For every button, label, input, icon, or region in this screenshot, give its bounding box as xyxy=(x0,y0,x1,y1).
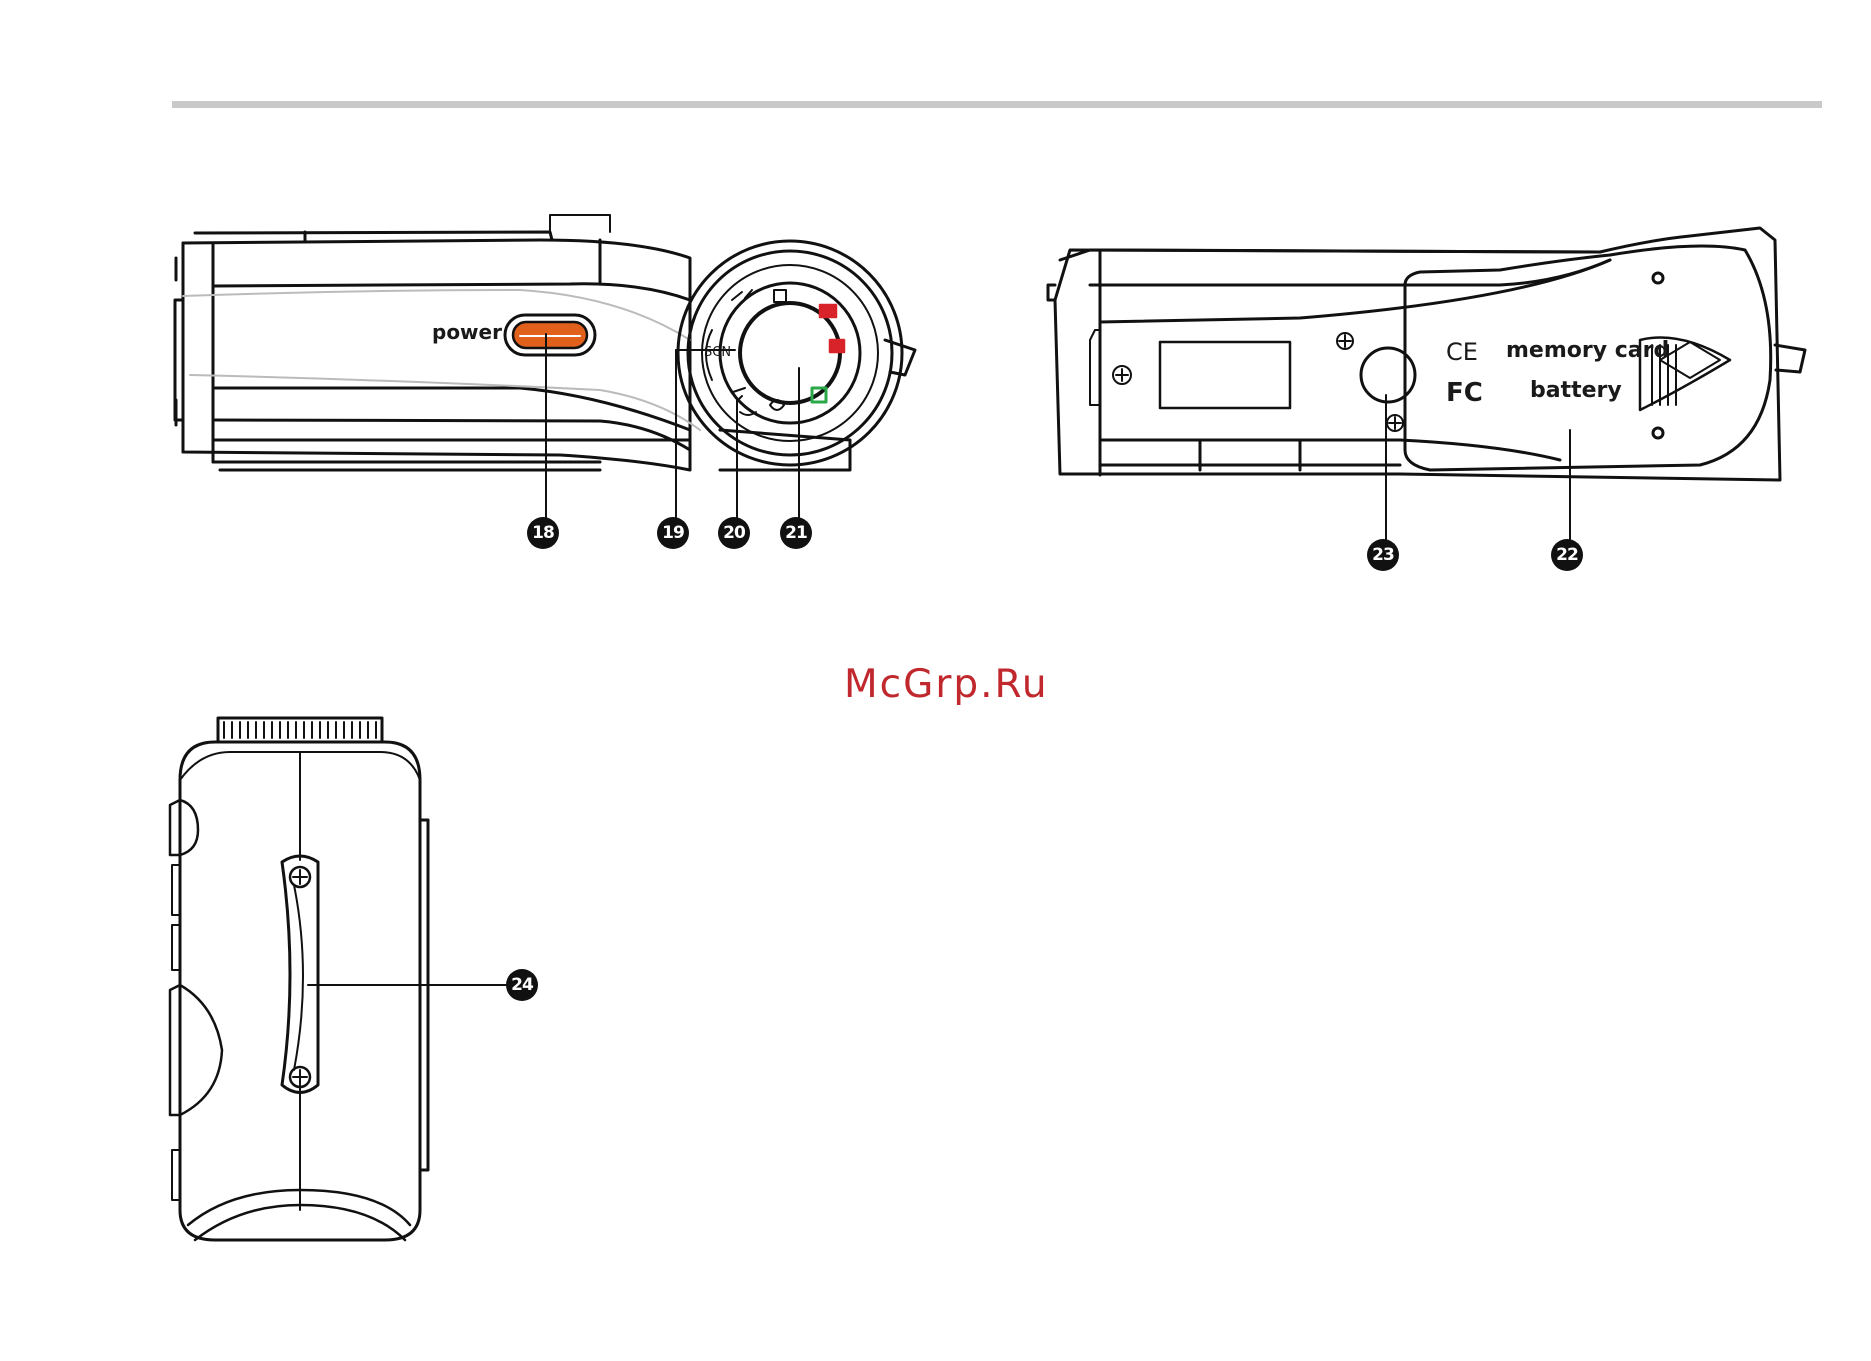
camera-top-view xyxy=(175,215,915,518)
ce-mark: CE xyxy=(1446,338,1478,366)
callout-21: 21 xyxy=(780,517,812,549)
power-label: power xyxy=(432,320,502,344)
callout-18: 18 xyxy=(527,517,559,549)
callout-20: 20 xyxy=(718,517,750,549)
scn-label: SCN xyxy=(704,345,731,360)
camera-bottom-view xyxy=(1048,228,1805,540)
fcc-mark: FC xyxy=(1446,378,1483,408)
battery-label: battery xyxy=(1530,378,1622,403)
callout-19: 19 xyxy=(657,517,689,549)
callout-23: 23 xyxy=(1367,539,1399,571)
callout-22: 22 xyxy=(1551,539,1583,571)
memory-card-label: memory card xyxy=(1506,338,1669,363)
callout-24: 24 xyxy=(506,969,538,1001)
camera-side-view xyxy=(170,718,506,1240)
watermark-text: McGrp.Ru xyxy=(844,662,1049,707)
